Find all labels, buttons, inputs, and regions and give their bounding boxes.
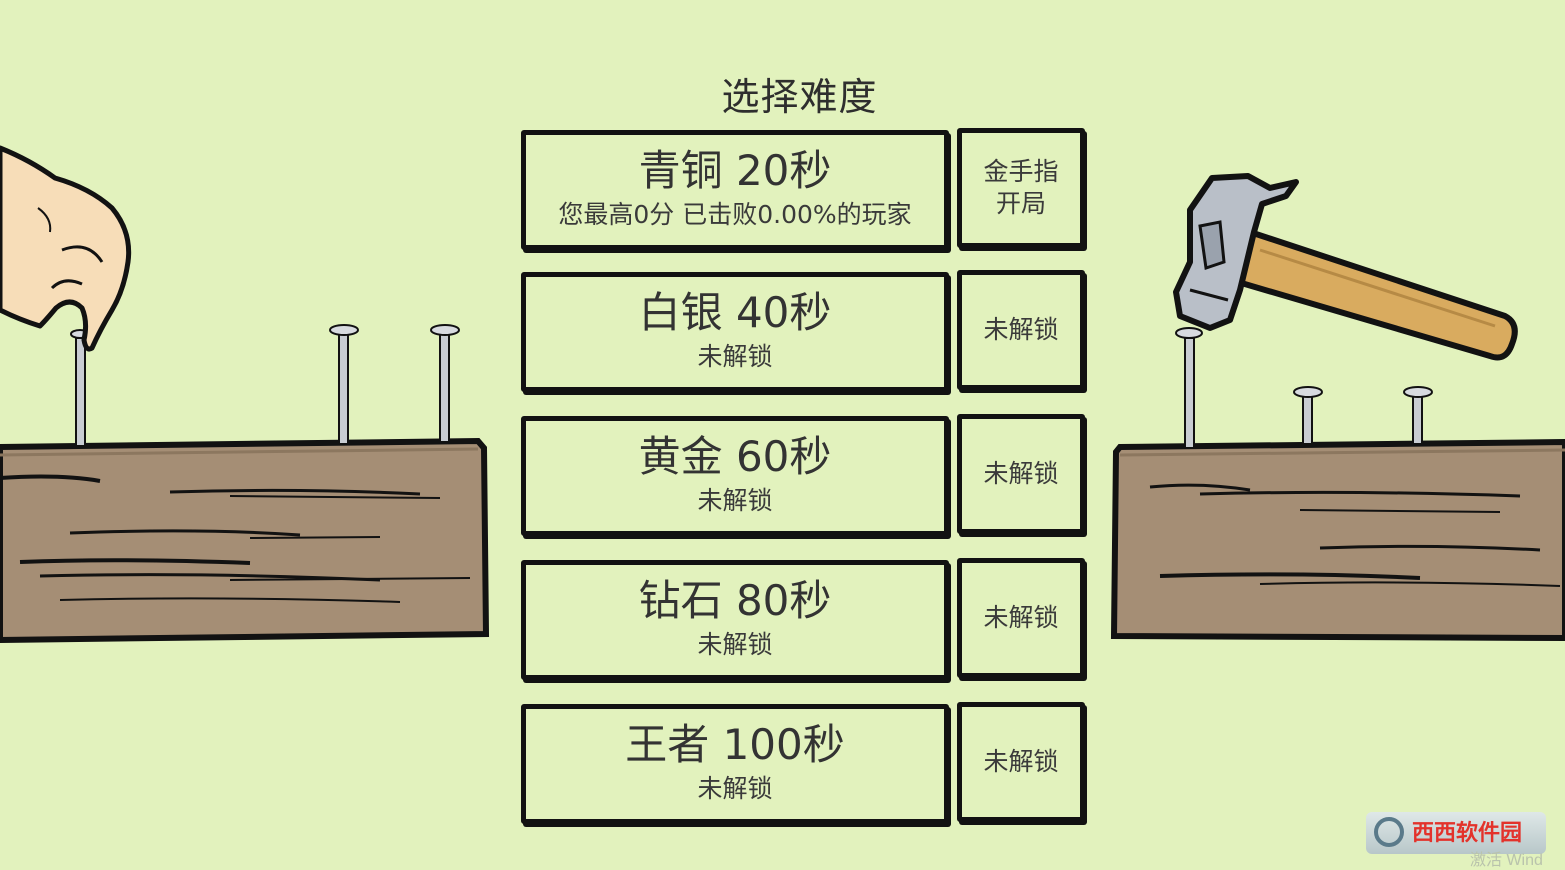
difficulty-silver-button[interactable]: 白银 40秒 未解锁: [521, 272, 949, 392]
level-name: 钻石 80秒: [638, 576, 832, 625]
hand-icon: [0, 145, 132, 352]
level-name: 王者 100秒: [625, 720, 845, 769]
difficulty-diamond-button[interactable]: 钻石 80秒 未解锁: [521, 560, 949, 680]
difficulty-gold-button[interactable]: 黄金 60秒 未解锁: [521, 416, 949, 536]
level-subtitle: 未解锁: [697, 774, 773, 803]
side-locked-button[interactable]: 未解锁: [957, 414, 1085, 534]
level-subtitle: 未解锁: [697, 342, 773, 371]
logo-icon: [1374, 817, 1404, 847]
page-title: 选择难度: [721, 75, 878, 119]
side-locked-button[interactable]: 未解锁: [957, 270, 1085, 390]
level-name: 白银 40秒: [638, 288, 832, 337]
right-wood-plank: [1110, 438, 1565, 642]
level-subtitle: 未解锁: [697, 486, 773, 515]
cheat-start-button[interactable]: 金手指开局: [957, 128, 1085, 248]
level-name: 青铜 20秒: [638, 146, 832, 195]
activate-windows-text: 激活 Wind: [1470, 852, 1543, 869]
left-wood-plank: [0, 437, 490, 644]
level-subtitle: 您最高0分 已击败0.00%的玩家: [558, 200, 912, 229]
difficulty-king-button[interactable]: 王者 100秒 未解锁: [521, 704, 949, 824]
level-subtitle: 未解锁: [697, 630, 773, 659]
nail-icon: [430, 324, 460, 443]
side-locked-button[interactable]: 未解锁: [957, 558, 1085, 678]
hammer-icon: [1173, 173, 1518, 361]
nail-icon: [1403, 386, 1433, 445]
side-locked-button[interactable]: 未解锁: [957, 702, 1085, 822]
watermark-text: 西西软件园: [1412, 820, 1523, 845]
watermark-logo: 西西软件园: [1366, 812, 1546, 854]
nail-icon: [1175, 327, 1203, 449]
difficulty-bronze-button[interactable]: 青铜 20秒 您最高0分 已击败0.00%的玩家: [521, 130, 949, 250]
nail-icon: [329, 324, 359, 445]
nail-icon: [1293, 386, 1323, 445]
level-name: 黄金 60秒: [638, 432, 832, 481]
